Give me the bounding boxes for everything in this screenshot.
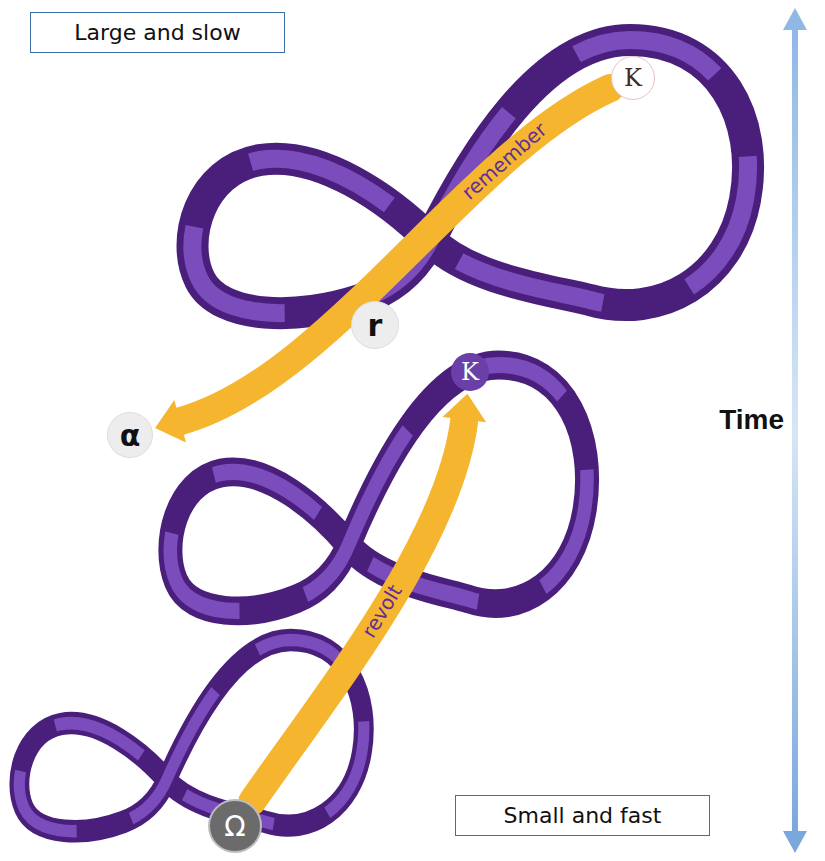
arrow-head — [155, 400, 186, 442]
node-text: K — [624, 64, 642, 92]
scale-box: Small and fast — [455, 795, 710, 836]
large-cycle — [193, 40, 749, 313]
phase-arrow — [252, 394, 486, 802]
arrow-band — [180, 88, 610, 421]
node-text: Small and fast — [504, 803, 662, 828]
node-text: r — [368, 308, 383, 343]
phase-circle: K — [611, 56, 655, 100]
phase-arrow — [155, 88, 610, 442]
phase-circle: Ω — [208, 799, 262, 853]
axis-label: Time — [717, 404, 786, 436]
node-text: Ω — [224, 810, 245, 843]
node-text: α — [120, 418, 141, 453]
phase-circle: r — [351, 301, 399, 349]
phase-circle: α — [107, 412, 153, 458]
time-axis — [783, 8, 807, 853]
arrow-head — [442, 394, 486, 422]
arrow-band — [252, 420, 464, 802]
phase-circle: K — [451, 353, 489, 391]
scale-box: Large and slow — [30, 12, 285, 53]
node-text: K — [461, 358, 479, 386]
node-text: Large and slow — [74, 20, 240, 45]
